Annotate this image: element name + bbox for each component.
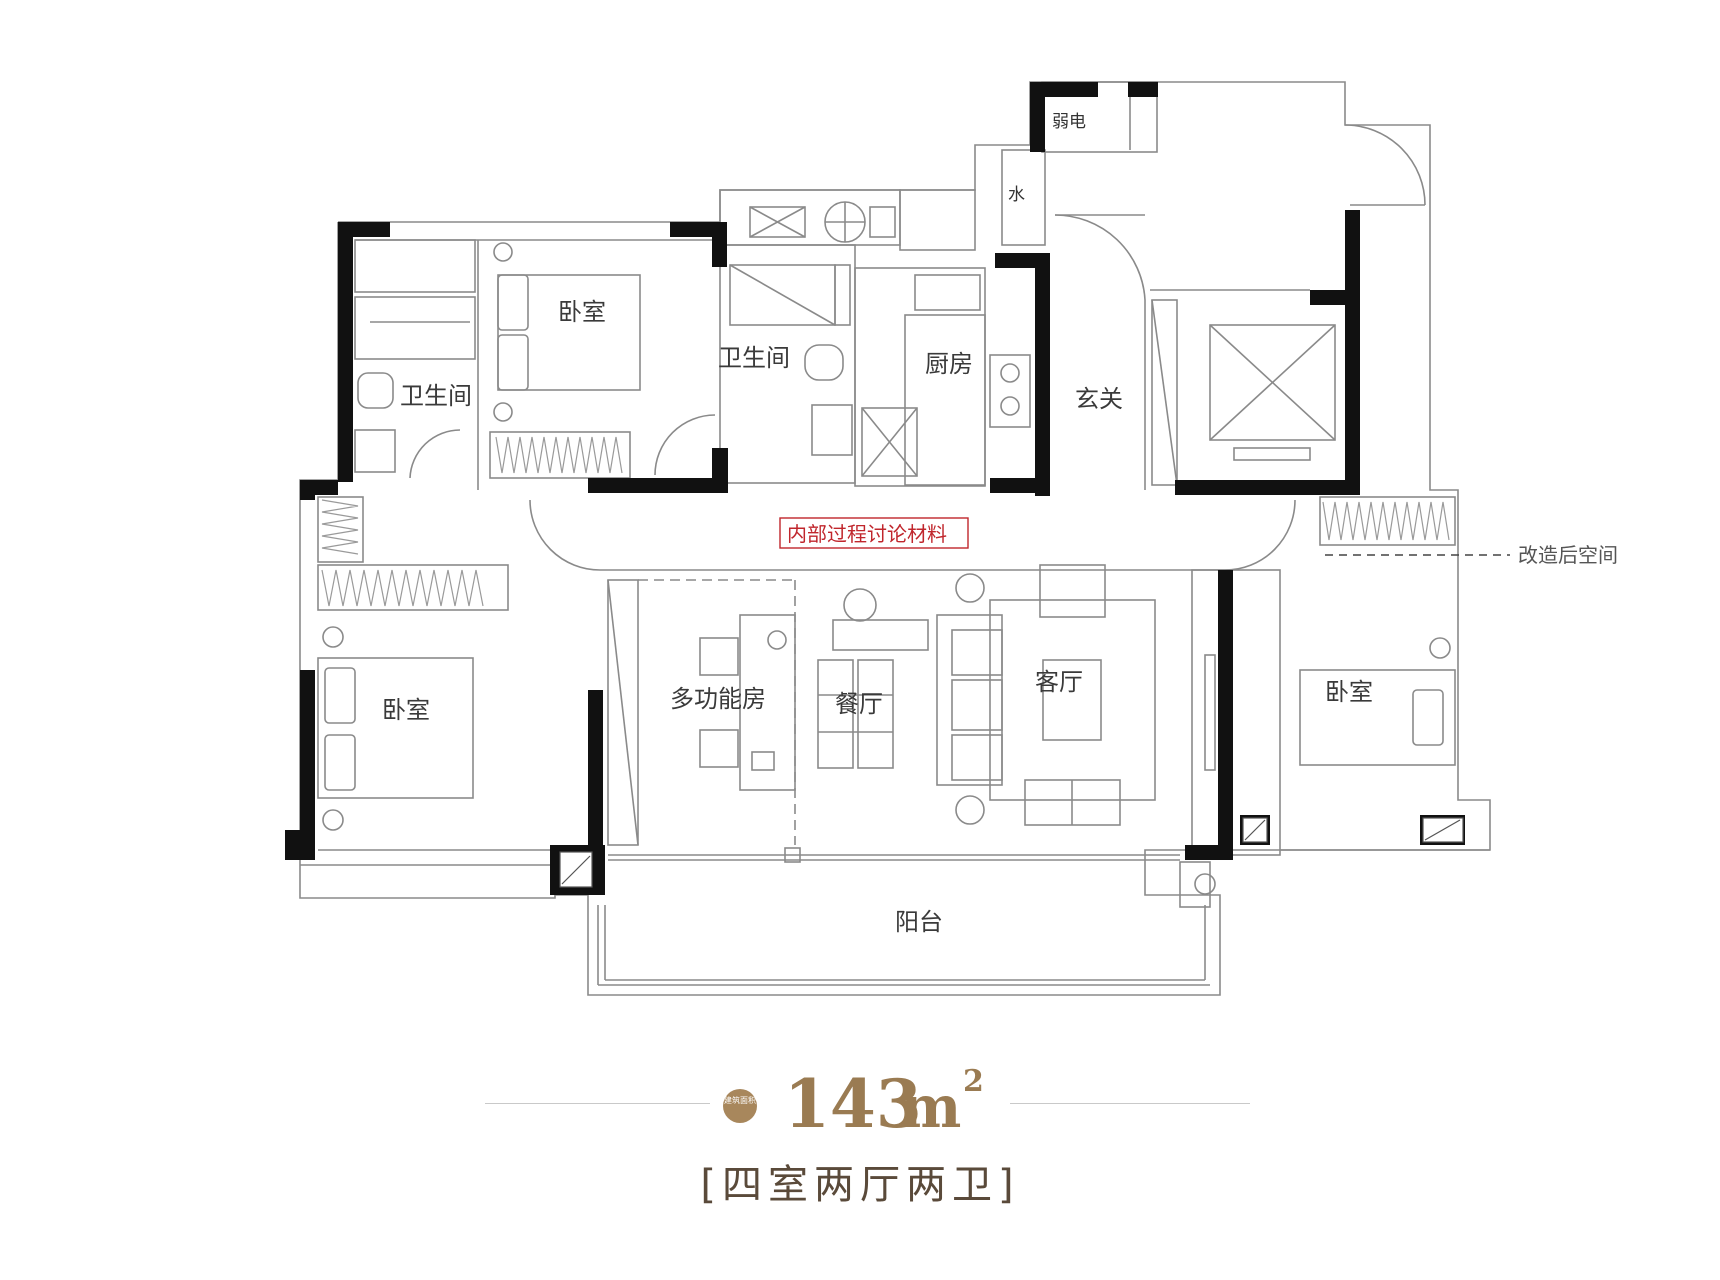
area-badge: 建筑面积 [723, 1089, 757, 1123]
label-water: 水 [1008, 185, 1025, 205]
label-living: 客厅 [1035, 668, 1083, 696]
area-divider-left [485, 1103, 710, 1104]
area-superscript: 2 [963, 1064, 984, 1099]
thin-lines [299, 81, 1491, 996]
area-divider-right [1010, 1103, 1250, 1104]
label-bedroom-top: 卧室 [558, 298, 606, 326]
annotation-text: 改造后空间 [1518, 543, 1618, 567]
area-unit: m [900, 1073, 962, 1141]
label-dining: 餐厅 [835, 690, 883, 718]
label-bedroom-left: 卧室 [382, 696, 430, 724]
columns [559, 817, 1464, 888]
label-foyer: 玄关 [1075, 385, 1123, 413]
area-value: 143 [784, 1065, 922, 1143]
label-balcony: 阳台 [895, 908, 943, 936]
layout-type: [四室两厅两卫] [700, 1162, 1020, 1208]
label-weak-current: 弱电 [1052, 112, 1086, 132]
label-bathroom-mid: 卫生间 [718, 344, 790, 372]
wardrobe-hatch [321, 436, 1450, 607]
floor-plan: 卧室 卫生间 卫生间 厨房 玄关 弱电 水 多功能房 餐厅 客厅 卧室 卧室 阳… [285, 81, 1618, 996]
stamp-text: 内部过程讨论材料 [787, 522, 947, 546]
label-kitchen: 厨房 [925, 350, 973, 378]
label-multi-room: 多功能房 [670, 685, 766, 713]
walls [285, 82, 1465, 895]
label-bathroom-left: 卫生间 [400, 382, 472, 410]
stamp-box [779, 517, 969, 549]
label-bedroom-right: 卧室 [1325, 678, 1373, 706]
area-row: 建筑面积 143 m 2 [0, 1060, 1720, 1150]
